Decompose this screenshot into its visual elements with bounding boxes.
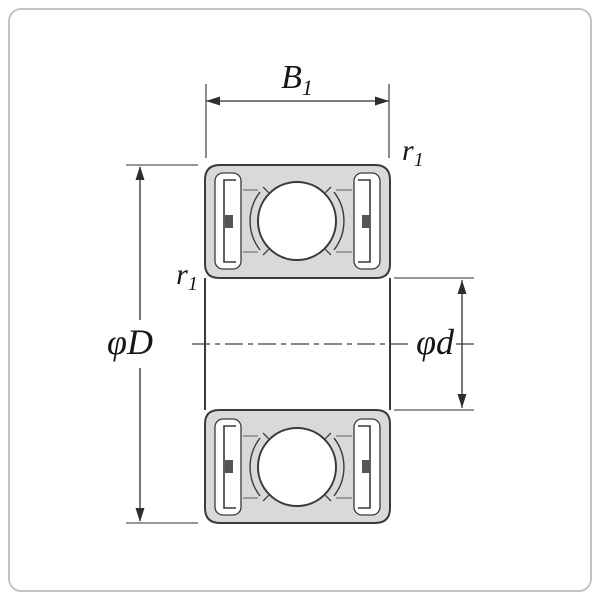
shield-profile-left-bottom <box>223 425 236 509</box>
bearing-body <box>204 164 391 524</box>
dimension-width-b1: B1 <box>205 59 390 158</box>
groove-tick <box>324 432 332 440</box>
groove-tick <box>324 186 332 194</box>
seal-lip-left-bottom <box>225 460 233 473</box>
arrowhead-right <box>375 96 389 106</box>
race-arc-right-top <box>333 191 345 251</box>
race-arc-left-top <box>249 191 261 251</box>
dim-label-phi-d-bore: φd <box>416 322 455 362</box>
dimension-outer-diameter: φD <box>107 164 198 524</box>
shield-profile-left-top <box>223 179 236 263</box>
label-background <box>410 320 456 358</box>
ball-top <box>257 181 337 261</box>
seal-lip-right-top <box>362 215 370 228</box>
groove-tick <box>324 248 332 256</box>
groove-tick <box>324 494 332 502</box>
arrowhead-up <box>135 166 145 180</box>
dim-label-phi-d-outer: φD <box>107 322 153 362</box>
arrowhead-down <box>135 508 145 522</box>
dim-label-r1-left: r1 <box>176 258 198 295</box>
arrowhead-up <box>457 280 467 294</box>
groove-tick <box>262 494 270 502</box>
seal-lip-left-top <box>225 215 233 228</box>
groove-tick <box>262 432 270 440</box>
race-arc-right-bottom <box>333 437 345 497</box>
dim-label-b1: B1 <box>281 59 313 100</box>
groove-tick <box>262 248 270 256</box>
arrowhead-down <box>457 394 467 408</box>
dimension-bore-diameter: φd <box>394 277 474 411</box>
seal-lip-right-bottom <box>362 460 370 473</box>
ball-bottom <box>257 427 337 507</box>
groove-tick <box>262 186 270 194</box>
dim-label-r1-top: r1 <box>402 134 424 171</box>
page-border <box>8 8 592 592</box>
race-arc-left-bottom <box>249 437 261 497</box>
arrowhead-left <box>206 96 220 106</box>
